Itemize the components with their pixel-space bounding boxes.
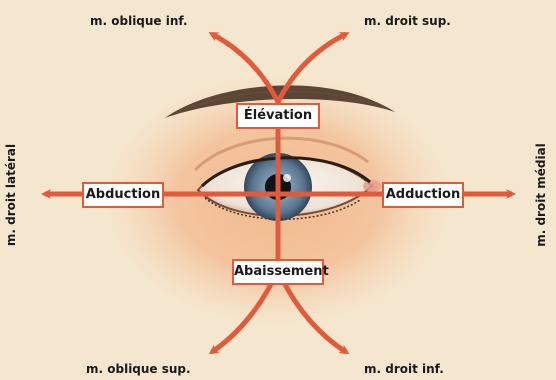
label-abaissement: Abaissement: [232, 259, 324, 285]
label-abduction: Abduction: [82, 182, 164, 208]
label-adduction: Adduction: [382, 182, 464, 208]
label-droit-inf: m. droit inf.: [364, 362, 444, 376]
label-droit-sup: m. droit sup.: [364, 14, 451, 28]
label-elevation: Élévation: [236, 103, 320, 129]
tear-duct: [363, 180, 381, 192]
label-oblique-inf: m. oblique inf.: [90, 14, 188, 28]
label-oblique-sup: m. oblique sup.: [86, 362, 191, 376]
label-droit-lateral: m. droit latéral: [4, 140, 18, 250]
label-droit-medial: m. droit médial: [534, 140, 548, 250]
